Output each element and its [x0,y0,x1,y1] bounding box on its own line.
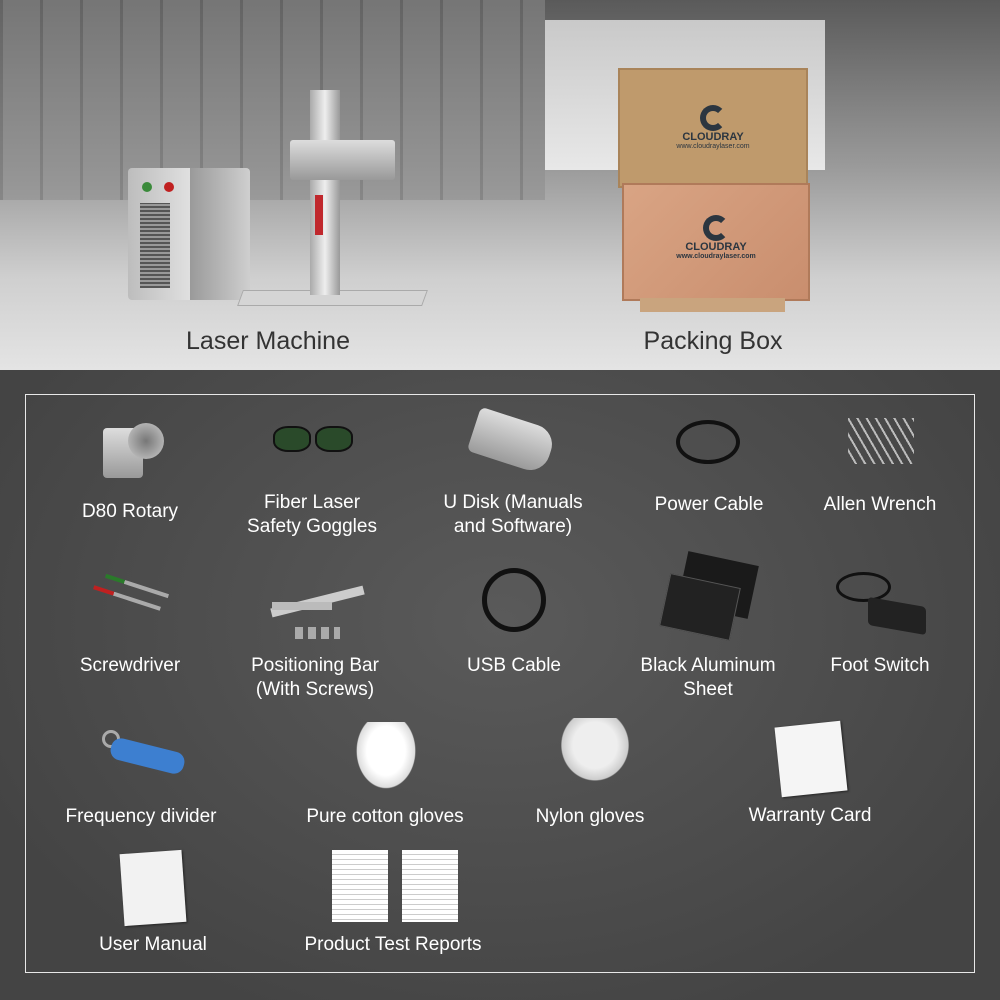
accessory-label: Positioning Bar (With Screws) [251,654,379,702]
cotton-gloves-icon [352,722,420,794]
accessory-label: Frequency divider [65,805,216,829]
warranty-card-icon [774,720,848,798]
accessory-label: Screwdriver [80,654,180,678]
usb-cable-icon [482,568,546,632]
power-cable-icon [676,420,740,464]
accessory-label-line: D80 Rotary [81,501,179,522]
allen-wrench-icon [848,418,914,464]
accessory-label-line: Safety Goggles [247,516,377,537]
accessory-label: D80 Rotary [82,500,178,524]
goggles-icon [265,422,360,454]
accessory-label-line: and Software) [453,516,573,537]
warehouse-wall [0,0,545,200]
accessory-label-line: User Manual [99,934,207,955]
accessory-label-line: Pure cotton gloves [306,806,464,827]
aluminum-sheet-icon [659,551,759,641]
accessory-label-line: Screwdriver [79,655,181,676]
accessory-label-line: Fiber Laser [263,492,361,513]
accessory-label: USB Cable [467,654,561,678]
accessory-label-line: USB Cable [467,655,561,676]
packing-box-label: Packing Box [643,327,783,355]
accessory-label: Warranty Card [749,804,872,828]
nylon-gloves-icon [556,718,634,786]
accessory-label-line: Product Test Reports [304,934,482,955]
accessory-label-line: Power Cable [654,494,764,515]
accessory-label: Foot Switch [830,654,929,678]
accessory-label: Pure cotton gloves [306,805,463,829]
accessory-label: User Manual [99,933,207,957]
accessory-label-line: Frequency divider [65,806,217,827]
accessory-label-line: Sheet [683,679,733,700]
accessory-label-line: (With Screws) [255,679,375,700]
accessory-label-line: Positioning Bar [251,655,379,676]
test-reports-icon [332,850,458,922]
screwdriver-icon [92,573,170,612]
accessory-label-line: Warranty Card [748,805,872,826]
accessory-label-line: Nylon gloves [535,806,645,827]
accessory-label-line: Allen Wrench [823,494,937,515]
accessory-label-line: Black Aluminum [640,655,776,676]
accessory-label-line: U Disk (Manuals [443,492,583,513]
accessories-frame [25,394,975,973]
user-manual-icon [119,849,187,927]
frequency-divider-icon [100,730,187,776]
accessory-label: Product Test Reports [304,933,481,957]
accessory-label: Nylon gloves [536,805,645,829]
positioning-bar-icon [270,572,366,642]
rotary-icon [98,418,166,480]
foot-switch-icon [836,572,928,636]
accessory-label: U Disk (Manuals and Software) [443,491,582,539]
accessory-label-line: Foot Switch [830,655,930,676]
laser-machine-label: Laser Machine [186,327,350,355]
accessory-label: Allen Wrench [824,493,937,517]
accessory-label: Power Cable [655,493,764,517]
